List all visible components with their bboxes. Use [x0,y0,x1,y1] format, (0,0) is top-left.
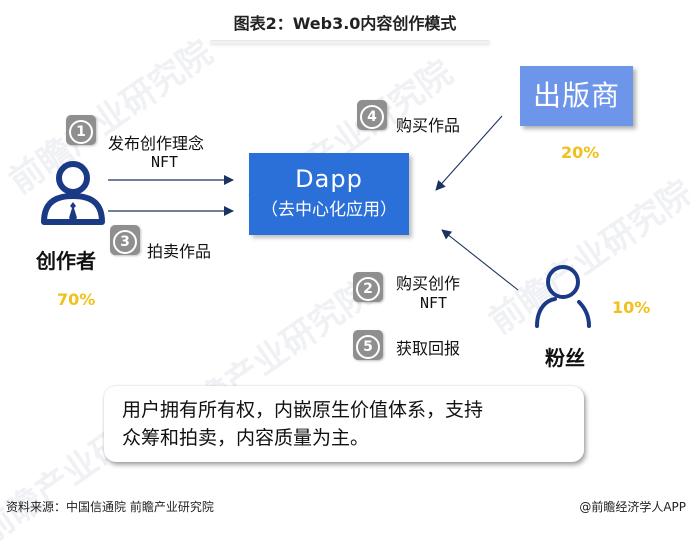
publisher-share: 20% [561,143,600,162]
fan-label: 粉丝 [545,346,585,370]
step-badge-5: 5 [353,330,383,360]
person-icon [535,265,591,328]
step-badge-1: 1 [66,115,96,145]
step-badge-4: 4 [357,100,387,130]
step-2-sub: NFT [420,294,448,312]
step-badge-3: 3 [110,225,140,255]
step-5-text: 获取回报 [396,339,461,358]
title-divider [210,40,490,43]
step-4-text: 购买作品 [396,116,461,135]
creator-label: 创作者 [36,249,96,273]
source-text: 资料来源：中国信通院 前瞻产业研究院 [6,500,214,514]
flow-arrows [108,115,519,291]
step-1-text: 发布创作理念 [108,134,205,153]
fan-share: 10% [612,298,651,317]
person-with-tie-icon [41,161,105,225]
step-3-text: 拍卖作品 [147,242,212,261]
summary-note: 用户拥有所有权，内嵌原生价值体系，支持 众筹和拍卖，内容质量为主。 [104,386,584,462]
step-2-text: 购买创作 [396,274,461,293]
note-line-1: 用户拥有所有权，内嵌原生价值体系，支持 [122,399,484,421]
arrow-fan-to-dapp [441,229,519,291]
dapp-sublabel: （去中心化应用） [261,200,397,220]
step-1-sub: NFT [151,153,179,171]
publisher-box: 出版商 [520,66,633,126]
dapp-label: Dapp [295,165,363,193]
credit-text: @前瞻经济学人APP [579,500,686,514]
creator-share: 70% [57,290,96,309]
page-title: 图表2：Web3.0内容创作模式 [233,14,457,33]
dapp-box: Dapp （去中心化应用） [249,153,409,235]
note-line-2: 众筹和拍卖，内容质量为主。 [122,427,370,449]
arrow-publisher-to-dapp [435,115,503,191]
step-badge-2: 2 [353,272,383,302]
